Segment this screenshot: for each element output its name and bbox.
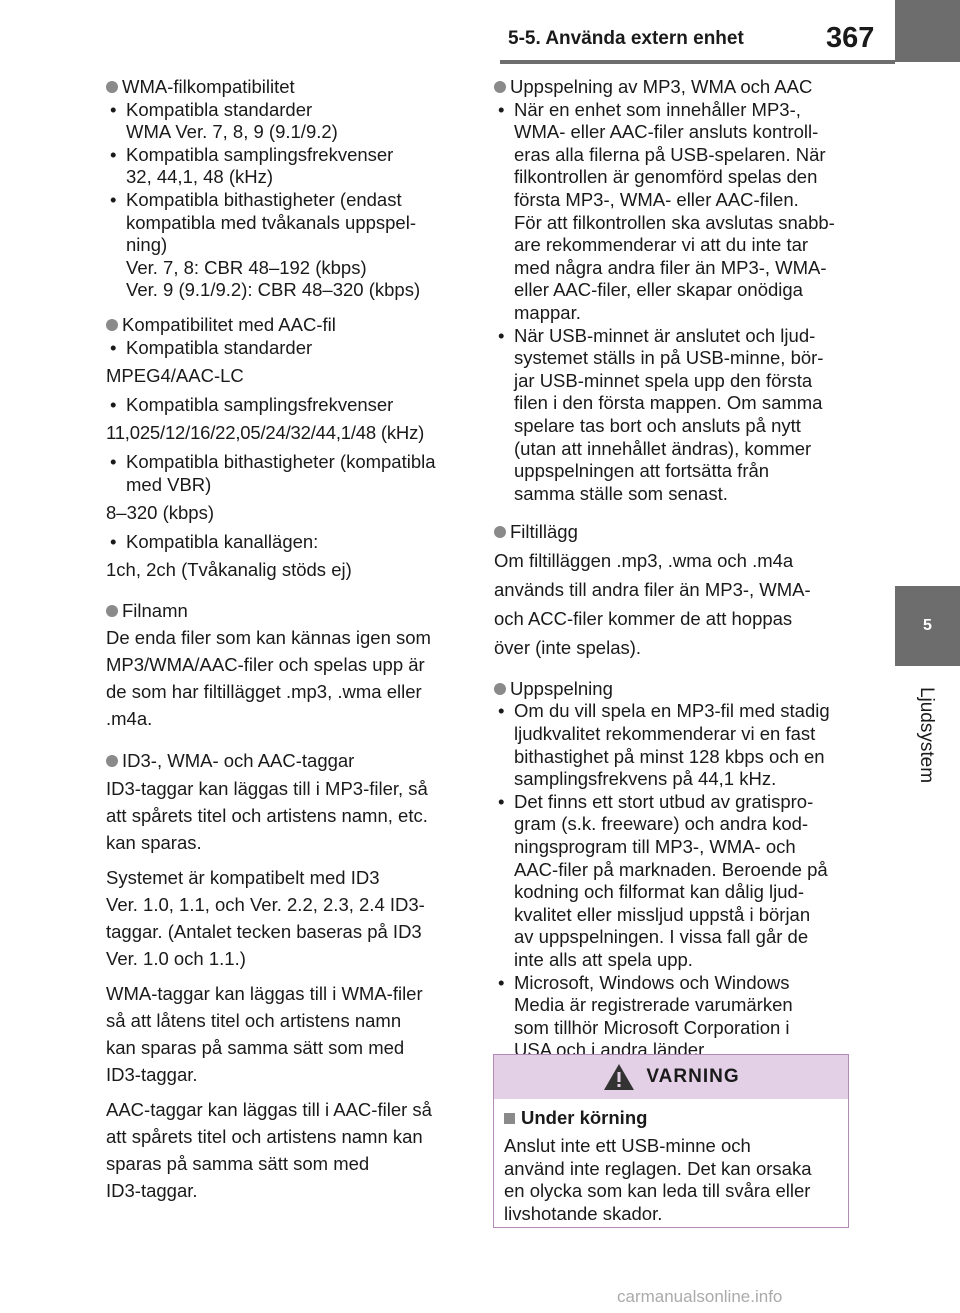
section-heading: Uppspelning av MP3, WMA och AAC <box>510 76 813 97</box>
value-text: MPEG4/AAC-LC <box>106 365 244 387</box>
list-item: Kompatibla samplingsfrekvenser <box>106 394 464 417</box>
value-text: 8–320 (kbps) <box>106 502 214 524</box>
bullet-circle-icon <box>494 81 506 93</box>
ext-section: Filtillägg Om filtilläggen .mp3, .wma oc… <box>494 521 852 662</box>
list-item: Kompatibla bithastigheter (kompatiblamed… <box>106 451 464 496</box>
list-item: Kompatibla standarder <box>106 337 464 360</box>
bullet-circle-icon <box>106 755 118 768</box>
chapter-label: Ljudsystem <box>916 686 938 784</box>
left-column: WMA-filkompatibilitet Kompatibla standar… <box>106 76 464 1216</box>
bullet-circle-icon <box>106 318 118 331</box>
section-heading: Uppspelning <box>510 677 613 699</box>
warning-header: VARNING <box>494 1055 848 1099</box>
wma-section: WMA-filkompatibilitet Kompatibla standar… <box>106 76 464 302</box>
page-number: 367 <box>826 22 875 54</box>
filnamn-section: Filnamn De enda filer som kan kännas ige… <box>106 600 464 733</box>
value-text: 1ch, 2ch (Tvåkanalig stöds ej) <box>106 559 352 581</box>
warning-triangle-icon <box>604 1064 635 1090</box>
section-title: 5-5. Använda extern enhet <box>508 28 744 49</box>
list-item: När USB-minnet är anslutet och ljud-syst… <box>494 325 852 506</box>
chapter-number: 5 <box>895 586 960 666</box>
list-item: Det finns ett stort utbud av gratispro-g… <box>494 791 852 972</box>
section-heading: Kompatibilitet med AAC-fil <box>122 313 336 335</box>
warning-title: VARNING <box>646 1066 740 1087</box>
warning-box: VARNING Under körning Anslut inte ett US… <box>493 1054 849 1228</box>
list-item: Kompatibla bithastigheter (endastkompati… <box>106 189 464 302</box>
warning-subheading: Under körning <box>521 1107 648 1128</box>
right-column: Uppspelning av MP3, WMA och AAC När en e… <box>494 76 852 1074</box>
bullet-circle-icon <box>494 526 506 539</box>
watermark: carmanualsonline.info <box>617 1287 783 1306</box>
header-rule <box>500 60 895 64</box>
paragraph: AAC-taggar kan läggas till i AAC-filer s… <box>106 1099 432 1202</box>
section-heading: ID3-, WMA- och AAC-taggar <box>122 750 355 772</box>
section-heading: Filtillägg <box>510 521 578 543</box>
upp-section: Uppspelning Om du vill spela en MP3-fil … <box>494 678 852 1062</box>
value-text: 11,025/12/16/22,05/24/32/44,1/48 (kHz) <box>106 422 425 444</box>
list-item: När en enhet som innehåller MP3-,WMA- el… <box>494 99 852 325</box>
bullet-circle-icon <box>106 604 118 617</box>
bullet-circle-icon <box>494 682 506 695</box>
id3-section: ID3-, WMA- och AAC-taggar ID3-taggar kan… <box>106 750 464 1204</box>
aac-section: Kompatibilitet med AAC-fil Kompatibla st… <box>106 314 464 582</box>
list-item: Kompatibla kanallägen: <box>106 531 464 554</box>
square-bullet-icon <box>504 1112 515 1124</box>
section-heading: Filnamn <box>122 599 188 621</box>
side-tab-top <box>895 0 960 62</box>
section-heading: WMA-filkompatibilitet <box>122 76 295 97</box>
bullet-circle-icon <box>106 81 118 93</box>
list-item: Om du vill spela en MP3-fil med stadiglj… <box>494 700 852 790</box>
playback-section: Uppspelning av MP3, WMA och AAC När en e… <box>494 76 852 505</box>
paragraph: ID3-taggar kan läggas till i MP3-filer, … <box>106 778 428 854</box>
